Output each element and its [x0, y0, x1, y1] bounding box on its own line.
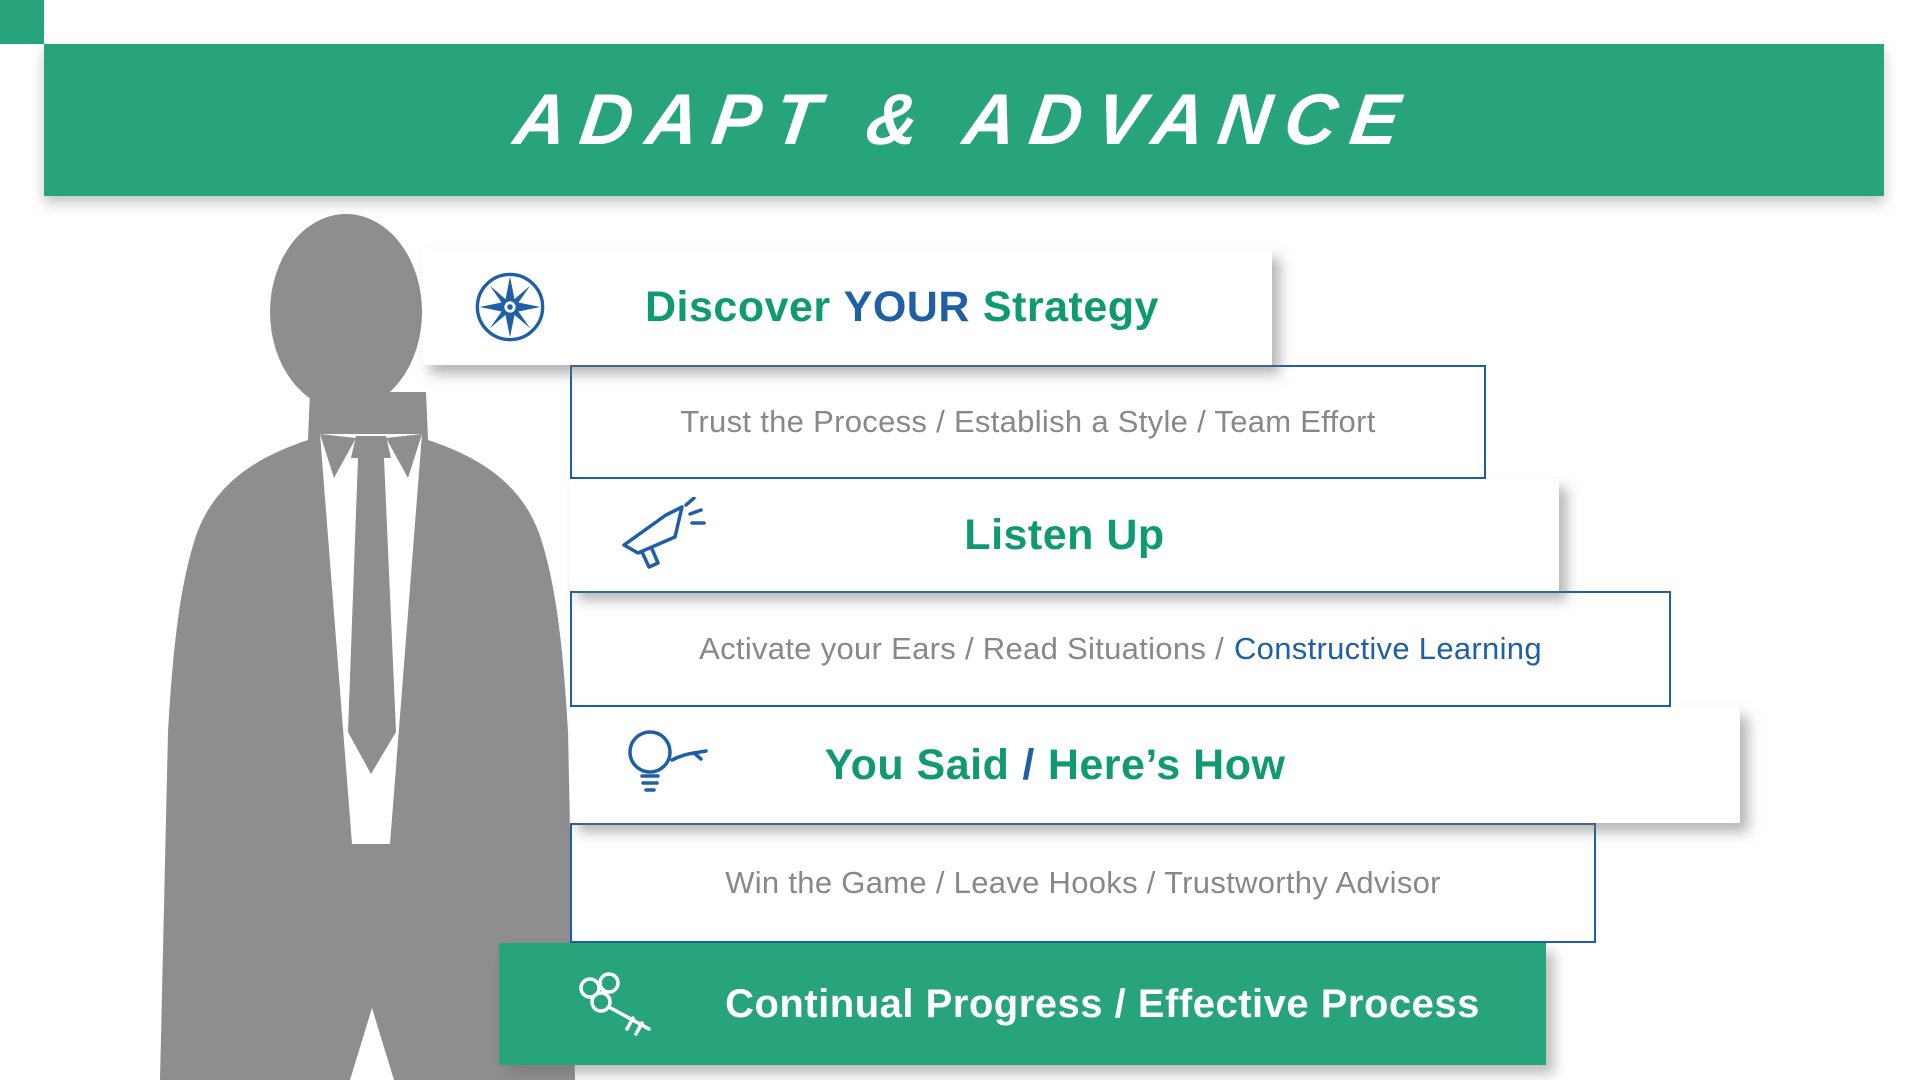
yousaid-lead: You Said	[824, 740, 1010, 789]
businessman-silhouette	[160, 214, 575, 1080]
corner-accent	[0, 0, 44, 44]
step-yousaid-title: You Said / Here’s How	[720, 707, 1390, 823]
step-activate-row: Activate your Ears / Read Situations / C…	[570, 591, 1671, 707]
discover-trail: Strategy	[982, 282, 1159, 331]
step-discover-card: Discover YOUR Strategy	[422, 249, 1272, 365]
step-listen-card: Listen Up	[570, 479, 1559, 591]
title-banner: ADAPT & ADVANCE	[44, 44, 1884, 196]
step-continual-bar: Continual Progress / Effective Process	[499, 943, 1546, 1065]
step-trust-row: Trust the Process / Establish a Style / …	[570, 365, 1486, 479]
discover-lead: Discover	[645, 282, 831, 331]
listen-title-text: Listen Up	[964, 510, 1165, 559]
step-win-row: Win the Game / Leave Hooks / Trustworthy…	[570, 823, 1596, 943]
step-discover-title: Discover YOUR Strategy	[552, 249, 1252, 365]
megaphone-icon	[616, 496, 712, 573]
yousaid-separator: /	[1022, 740, 1035, 789]
trust-text: Trust the Process / Establish a Style / …	[680, 404, 1376, 439]
compass-icon	[474, 271, 546, 343]
slide-title: ADAPT & ADVANCE	[509, 80, 1419, 160]
lightbulb-icon	[620, 724, 716, 806]
step-yousaid-card: You Said / Here’s How	[570, 707, 1740, 823]
win-text: Win the Game / Leave Hooks / Trustworthy…	[725, 865, 1441, 900]
continual-text: Continual Progress / Effective Process	[725, 981, 1480, 1026]
yousaid-trail: Here’s How	[1047, 740, 1286, 789]
activate-emphasis: Constructive Learning	[1234, 631, 1542, 666]
key-icon	[569, 971, 669, 1037]
activate-lead: Activate your Ears / Read Situations /	[699, 631, 1224, 666]
step-listen-title: Listen Up	[720, 479, 1409, 591]
discover-emphasis: YOUR	[843, 282, 970, 331]
